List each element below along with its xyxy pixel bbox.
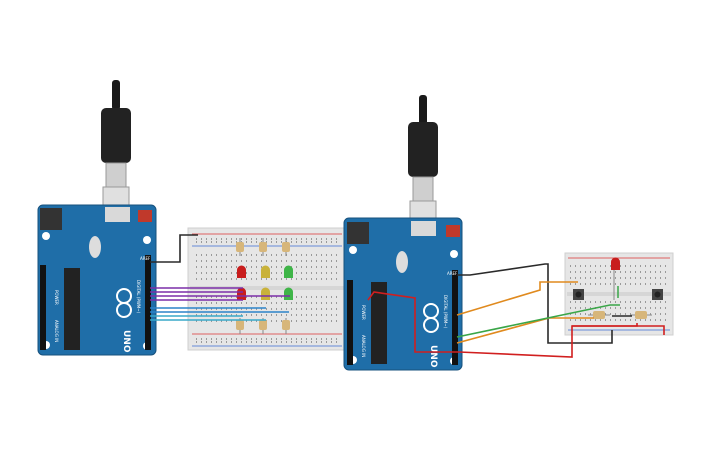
usb-cable-icon[interactable] (101, 80, 131, 210)
digital-label: DIGITAL (PWM~) (136, 280, 141, 314)
aref-label: AREF (447, 271, 458, 276)
analog-label: ANALOG IN (54, 320, 59, 342)
arduino-uno-right[interactable]: UNO DIGITAL (PWM~) AREF POWER ANALOG IN (343, 217, 463, 371)
pushbutton-icon[interactable] (652, 289, 663, 300)
led-icon[interactable] (237, 265, 246, 279)
resistor-icon[interactable] (259, 238, 267, 256)
led-icon[interactable] (237, 287, 246, 300)
resistor-icon[interactable] (630, 311, 652, 319)
digital-label: DIGITAL (PWM~) (443, 295, 448, 329)
wires-right[interactable] (367, 263, 665, 358)
board-logo: UNO (121, 330, 131, 353)
led-icon[interactable] (261, 287, 270, 300)
power-label: POWER (361, 305, 366, 320)
aref-label: AREF (140, 256, 151, 261)
resistor-icon[interactable] (236, 238, 244, 256)
resistor-icon[interactable] (282, 238, 290, 256)
led-icon[interactable] (284, 287, 293, 300)
pushbutton-icon[interactable] (573, 289, 584, 300)
led-icon[interactable] (284, 265, 293, 279)
led-icon[interactable] (611, 257, 620, 301)
resistor-icon[interactable] (282, 318, 290, 334)
resistor-icon[interactable] (588, 311, 610, 319)
breadboard-left[interactable] (187, 227, 347, 351)
breadboard-right[interactable] (564, 252, 674, 336)
power-label: POWER (54, 290, 59, 305)
usb-cable-icon[interactable] (408, 95, 438, 224)
arduino-uno-left[interactable]: UNO DIGITAL (PWM~) AREF POWER ANALOG IN (37, 204, 157, 356)
wires-left[interactable] (150, 234, 290, 321)
analog-label: ANALOG IN (361, 335, 366, 357)
led-icon[interactable] (261, 265, 270, 279)
board-logo: UNO (428, 345, 438, 368)
